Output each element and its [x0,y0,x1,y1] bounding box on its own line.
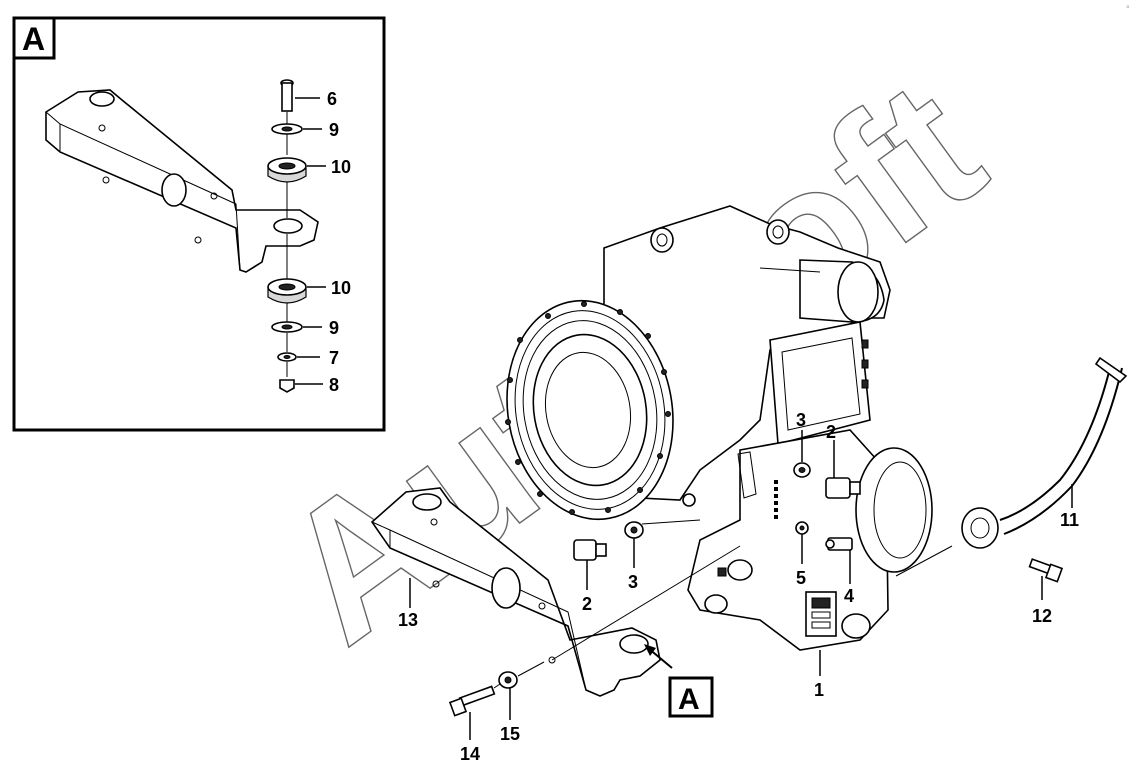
output-flange [855,447,933,573]
inset-bracket [45,89,319,273]
inset-hardware-stack [267,79,307,393]
main-hardware [448,356,1128,717]
inset-label-9-lower: 9 [329,318,339,338]
label-11: 11 [1060,510,1079,530]
label-12: 12 [1032,606,1052,626]
transmission-housing [505,205,953,651]
label-2-lower: 2 [582,594,592,614]
inset-letter-box [12,16,56,60]
inset-label-6: 6 [327,89,337,109]
label-15: 15 [500,724,520,744]
inset-leaders [295,97,326,385]
corner-mark: ° [1126,4,1130,14]
label-4: 4 [844,586,854,606]
label-3-upper: 3 [796,410,806,430]
label-3-lower: 3 [628,572,638,592]
flange-bolts [505,301,671,515]
label-2-upper: 2 [826,422,836,442]
callout-a: A [644,644,714,718]
callout-a-box [668,676,714,718]
label-1: 1 [814,680,824,700]
inset-label-9-upper: 9 [329,120,339,140]
label-5: 5 [796,568,806,588]
inset-label-10-lower: 10 [331,278,351,298]
inset-label-10-upper: 10 [331,157,351,177]
label-13: 13 [398,610,418,630]
label-14: 14 [460,744,480,764]
inset-letter: A [22,21,45,57]
callout-a-letter: A [678,683,700,716]
inset-label-7: 7 [329,348,339,368]
inset-label-8: 8 [329,375,339,395]
inset-detail-a: A [12,16,386,432]
main-leaders [409,430,1073,740]
inset-frame [12,16,386,432]
mounting-bracket-13 [370,487,741,697]
